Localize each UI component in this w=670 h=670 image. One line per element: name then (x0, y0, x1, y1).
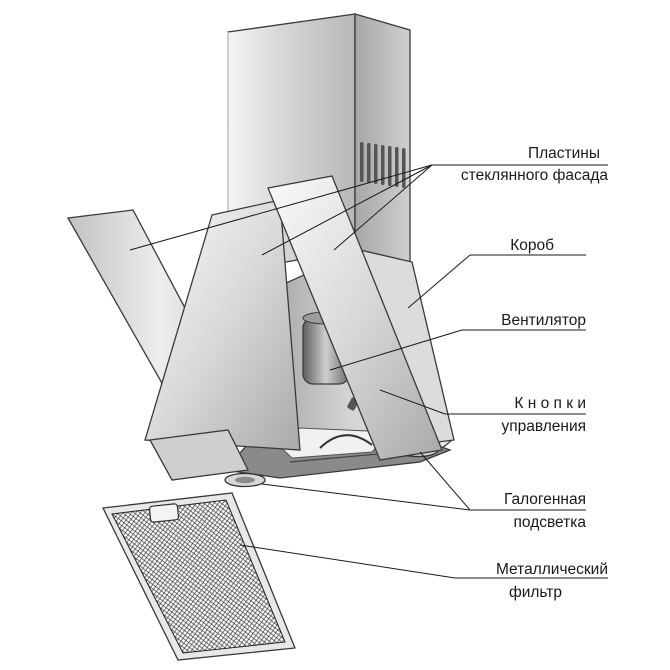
leader-box (407, 254, 586, 309)
leader-control-buttons (379, 389, 586, 415)
label-metal-filter-line1: Металлический (496, 561, 608, 578)
label-halogen-light-line1: Галогенная (504, 491, 586, 508)
label-halogen-light-line2: подсветка (514, 514, 587, 531)
label-control-buttons-line2: управления (501, 418, 586, 435)
label-fan: Вентилятор (501, 312, 586, 329)
leader-halogen-light (261, 451, 586, 511)
label-control-buttons-line1: К н о п к и (514, 395, 586, 412)
label-metal-filter-line2: фильтр (509, 584, 562, 601)
label-box: Короб (510, 237, 554, 254)
glass-plate-right (267, 175, 443, 461)
label-glass-plates-line2: стеклянного фасада (461, 167, 608, 184)
leader-fan (329, 329, 586, 371)
metal-filter (102, 492, 296, 661)
leader-glass-plates (129, 164, 608, 256)
leader-metal-filter (239, 544, 608, 579)
glass-plate-front-base (148, 429, 249, 481)
label-glass-plates-line1: Пластины (528, 145, 600, 162)
vent-slots (360, 142, 406, 188)
glass-plate-center (144, 199, 301, 451)
